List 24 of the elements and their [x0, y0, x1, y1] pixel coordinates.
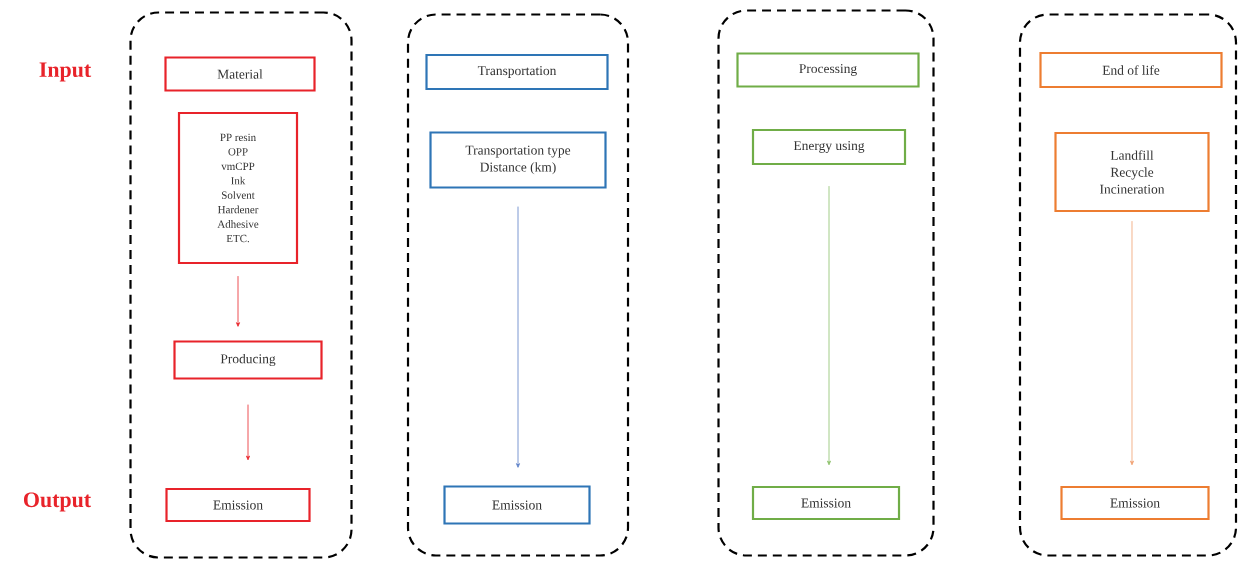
- arrow: [236, 275, 240, 327]
- dashed-container: [129, 11, 353, 559]
- step-box: Emission: [165, 487, 311, 523]
- step-box: Emission: [443, 485, 591, 525]
- arrow: [827, 185, 831, 466]
- step-box: Emission: [1060, 485, 1210, 521]
- arrow: [1130, 220, 1134, 466]
- arrow: [246, 404, 250, 461]
- step-box: PP resin OPP vmCPP Ink Solvent Hardener Adhesive ETC.: [177, 111, 299, 265]
- step-box: Energy using: [751, 128, 907, 166]
- step-box: Processing: [736, 52, 920, 88]
- step-box: Landfill Recycle Incineration: [1054, 131, 1210, 213]
- row-label: Input: [39, 62, 92, 82]
- row-label: Output: [24, 492, 91, 512]
- step-box: Emission: [751, 485, 901, 521]
- dashed-container: [717, 9, 935, 557]
- step-box: End of life: [1039, 51, 1223, 89]
- dashed-container: [1018, 13, 1238, 557]
- arrow: [516, 206, 520, 468]
- step-box: Producing: [173, 340, 323, 380]
- step-box: Material: [164, 56, 316, 92]
- step-box: Transportation type Distance (km): [429, 131, 607, 189]
- dashed-container: [406, 13, 630, 557]
- step-box: Transportation: [425, 53, 609, 91]
